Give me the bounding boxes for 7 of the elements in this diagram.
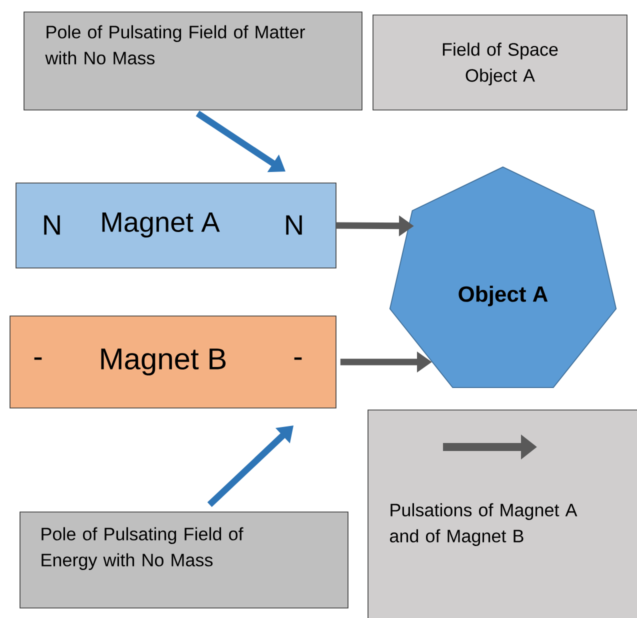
magnet-box: N Magnet A N [16, 182, 336, 268]
label-box: Pole of Pulsating Field of Matter with No Mass [24, 12, 362, 110]
label-box: Field of Space Object A [372, 14, 628, 110]
legend-text: Pulsations of Magnet A and of Magnet B [390, 503, 578, 546]
magnet-box: - Magnet B - [10, 316, 336, 408]
arrow [207, 426, 294, 507]
label-box: Pole of Pulsating Field of Energy with No Mass [20, 512, 348, 608]
